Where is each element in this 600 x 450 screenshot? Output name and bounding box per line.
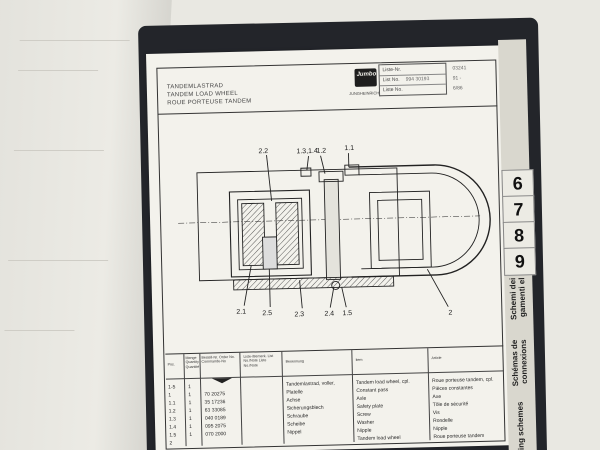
header-article: Article (431, 355, 442, 361)
table-cell-de: Nippel (287, 429, 302, 436)
table-cell-pos: 1.2 (168, 408, 176, 415)
table-cell-fr: Roue porteuse tandem (433, 432, 485, 441)
table-cell-qty: 1 (189, 423, 192, 431)
table-cell-en: Safety plate (356, 403, 384, 410)
header-quantity: Menge Quantity Quantité (185, 355, 200, 369)
table-cell-qty: 1 (188, 415, 192, 423)
callout-2-1: 2.1 (236, 309, 246, 316)
callout-2-2: 2.2 (258, 148, 268, 155)
table-cell-en: Nipple (357, 427, 372, 434)
wheel-section-drawing: 2.2 1.3,1.4 1.2 1.1 2.1 2.5 2.3 2.4 1.5 … (178, 145, 491, 318)
table-cell-qty: 1 (188, 399, 192, 407)
table-cell-order: 35 17236 (204, 399, 226, 406)
table-cell-en: Constant pass (356, 387, 389, 394)
table-cell-fr: Roue porteuse tandem, cpl. (432, 376, 494, 385)
tab-8[interactable]: 8 (502, 221, 536, 250)
table-cell-de: Platelle (286, 389, 303, 396)
callout-2-4: 2.4 (324, 310, 334, 317)
header-pos: Pos. (167, 362, 175, 367)
table-cell-fr: Pièces constantes (432, 385, 473, 393)
callout-1-3-1-4: 1.3,1.4 (296, 148, 318, 156)
table-cell-order: 095 2075 (205, 423, 227, 430)
table-cell-qty: 1 (188, 384, 192, 391)
table-cell-de: Tandemlastrad, voller, (286, 380, 335, 388)
tab-9[interactable]: 9 (503, 247, 537, 276)
table-cell-en: Screw (356, 411, 371, 418)
tab-label-gamenti: gamenti el (517, 277, 528, 318)
table-cell-en: Tandem load wheel (357, 434, 401, 442)
table-cell-pos: 1.5 (169, 432, 177, 439)
callout-2-5: 2.5 (262, 310, 272, 317)
callout-1-2: 1.2 (316, 148, 326, 155)
table-cell-fr: Rondelle (432, 417, 453, 425)
table-cell-pos: 2 (169, 440, 173, 447)
table-cell-pos: 1 (168, 392, 172, 399)
table-cell-en: Axle (356, 395, 367, 402)
table-cell-pos: 1.3 (168, 416, 176, 423)
table-cell-fr: Vis (432, 409, 440, 417)
header-arrow-icon (211, 377, 232, 384)
callout-1-5: 1.5 (342, 310, 352, 317)
parts-catalog-sheet: TANDEMLASTRAD TANDEM LOAD WHEEL ROUE POR… (146, 45, 511, 450)
header-benennung: Benennung (285, 359, 304, 364)
parts-table: Pos. Menge Quantity Quantité Bestell-Nr.… (165, 345, 506, 447)
table-cell-de: Achse (286, 397, 301, 404)
callout-1-1: 1.1 (344, 145, 354, 152)
table-cell-de: Scheibe (287, 421, 306, 428)
table-cell-qty: 1 (189, 431, 193, 439)
table-cell-fr: Axe (432, 393, 442, 401)
header-item: Item (355, 357, 363, 362)
table-cell-pos: 1-5 (168, 384, 176, 391)
table-cell-order: 040 0189 (204, 415, 226, 422)
table-cell-de: Sicherungsblech (286, 404, 324, 412)
table-cell-en: Washer (357, 419, 375, 426)
table-cell-fr: Nipple (433, 425, 448, 433)
table-cell-order: 63 33085 (204, 407, 226, 414)
table-cell-en: Tandem load wheel, cpl. (356, 378, 410, 386)
tab-label-wiring: iring schemes (515, 401, 526, 450)
table-cell-order: 070 2000 (205, 431, 227, 438)
tab-7[interactable]: 7 (502, 195, 535, 224)
table-cell-order: 70 20275 (204, 391, 226, 398)
table-cell-qty: 1 (188, 392, 192, 399)
table-cell-pos: 1.4 (169, 424, 177, 431)
callout-2: 2 (448, 310, 452, 317)
table-cell-qty: 1 (188, 407, 192, 415)
callout-2-3: 2.3 (294, 311, 304, 318)
header-order-no: Bestell-Nr. Order No. Commande-No (201, 354, 235, 365)
table-cell-pos: 1.1 (168, 400, 176, 407)
tab-label-connexions: connexions (518, 339, 530, 384)
header-list-note: Liste-/Bemerk. List No./Note Liste No./N… (243, 353, 274, 368)
tab-6[interactable]: 6 (501, 169, 535, 198)
table-cell-fr: Tôle de sécurité (432, 401, 469, 409)
table-cell-de: Schraube (286, 413, 309, 420)
